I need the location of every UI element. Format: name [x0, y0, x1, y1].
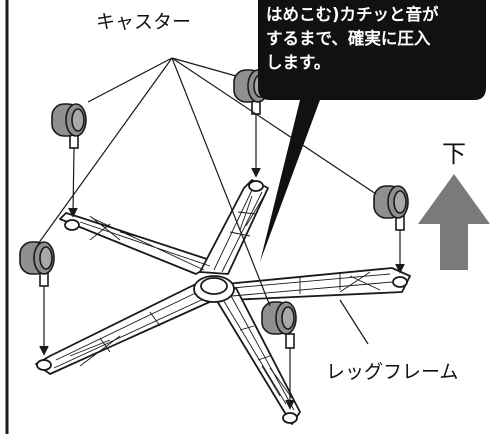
direction-label: 下 — [442, 140, 466, 168]
caster-wheel-icon — [51, 103, 87, 218]
leg-frame-label: レッグフレーム — [326, 361, 458, 383]
caster-leader-lines — [37, 57, 377, 307]
callout-line-1: はめこむ)カチッと音が — [266, 4, 439, 24]
leg-arm-right — [225, 267, 411, 301]
socket-bottom-left — [36, 359, 52, 371]
callout-line-2: するまで、確実に圧入 — [266, 28, 431, 48]
center-hub-inner — [200, 277, 228, 295]
socket-right — [392, 276, 408, 288]
leg-arm-bottom-left — [35, 281, 215, 375]
callout-box: はめこむ)カチッと音が するまで、確実に圧入 します。 — [258, 0, 486, 262]
caster-wheel-icon — [373, 185, 409, 274]
arrow-up-icon — [418, 174, 490, 270]
callout-line-3: します。 — [266, 53, 330, 72]
leg-frame-leader — [339, 299, 369, 345]
socket-bottom-right — [282, 412, 298, 424]
socket-upper-left — [64, 219, 80, 231]
caster-wheel-icon — [19, 241, 55, 356]
leg-frame — [35, 179, 411, 425]
socket-top — [248, 180, 264, 192]
caster-label: キャスター — [96, 11, 191, 33]
leg-lattice — [53, 189, 393, 411]
caster-wheel-icon — [261, 301, 297, 410]
